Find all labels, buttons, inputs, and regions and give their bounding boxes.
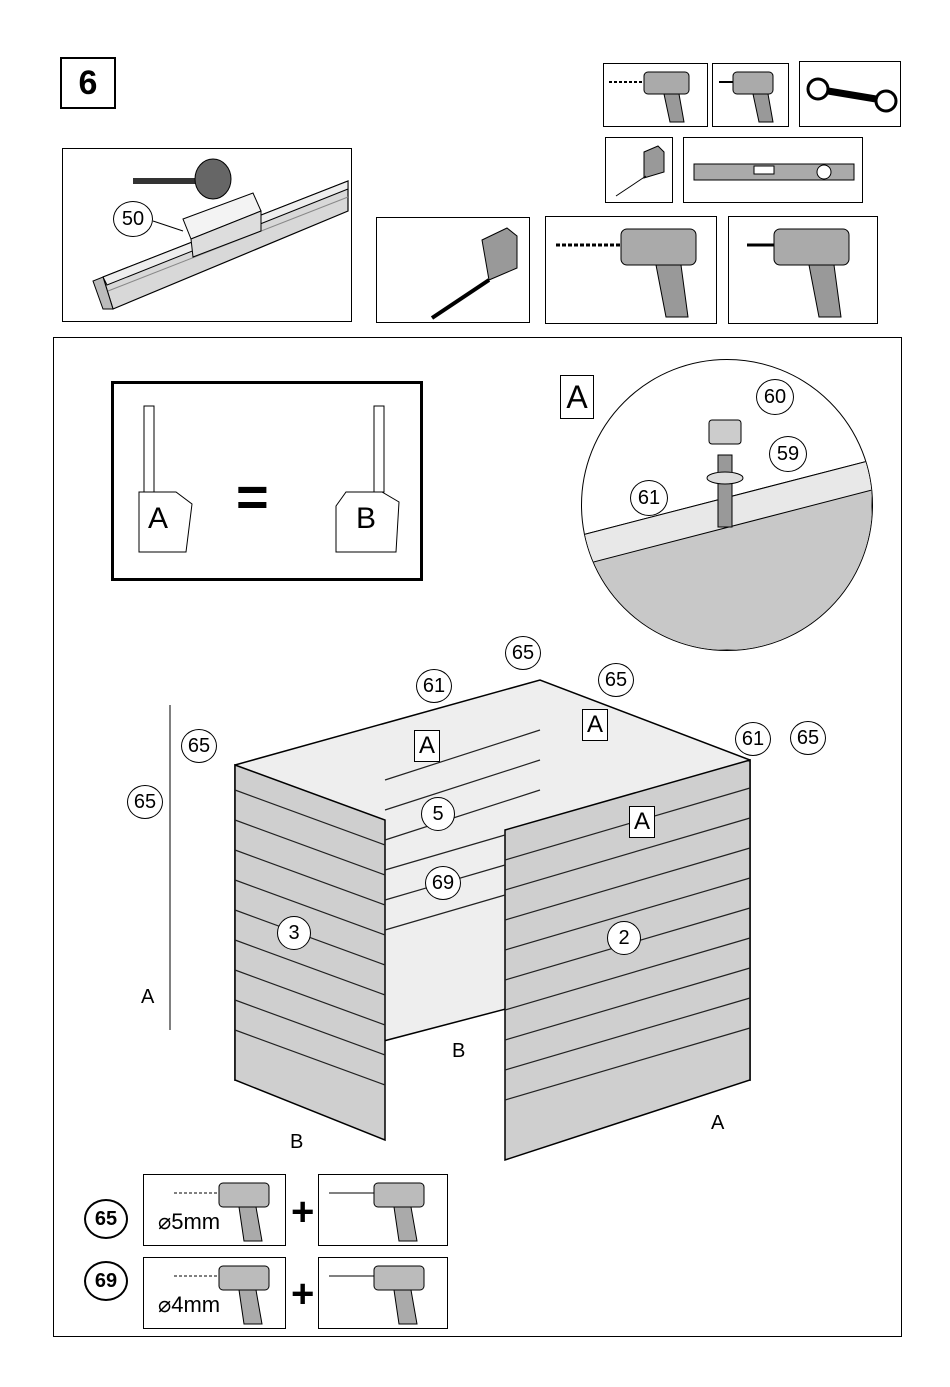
legend-plus-1: + <box>291 1190 314 1235</box>
screw-65-callout-top-right: 65 <box>598 663 634 697</box>
tape-b-front-left: B <box>290 1131 303 1154</box>
detail-a-tag-2: A <box>582 709 608 741</box>
legend-plus-2: + <box>291 1272 314 1317</box>
detail-a-tag-1: A <box>414 730 440 762</box>
spirit-level-icon <box>683 137 863 203</box>
legend-screw-69 <box>318 1257 448 1329</box>
screwdriver-icon <box>728 216 878 324</box>
wrench-icon <box>799 61 901 127</box>
rod-61-callout-right: 61 <box>735 722 771 756</box>
detail-rail-image: 50 <box>62 148 352 322</box>
tape-a-far-left: A <box>141 986 154 1009</box>
panel-3-label: 3 <box>277 916 311 950</box>
detail-a-circle <box>581 359 873 651</box>
nail-69-callout: 69 <box>425 866 461 900</box>
tape-tag-b: B <box>356 502 376 536</box>
legend-drill-69: ⌀4mm <box>143 1257 286 1329</box>
drill-bit-drill-icon <box>603 63 708 127</box>
drill-diameter-5mm: ⌀5mm <box>158 1209 220 1235</box>
part-50-callout: 50 <box>113 201 153 237</box>
detail-a-tag-3: A <box>629 806 655 838</box>
tape-measure-icon <box>376 217 530 323</box>
drill-diameter-4mm: ⌀4mm <box>158 1292 220 1318</box>
panel-2-label: 2 <box>607 921 641 955</box>
legend-part-69: 69 <box>84 1261 128 1301</box>
screw-65-callout-top: 65 <box>505 636 541 670</box>
panel-5-label: 5 <box>421 797 455 831</box>
shed-assembly-illustration <box>120 660 820 1180</box>
legend-screw-65 <box>318 1174 448 1246</box>
screwdriver-drill-icon <box>712 63 789 127</box>
rod-61-callout: 61 <box>630 480 668 516</box>
legend-part-65: 65 <box>84 1199 128 1239</box>
legend-drill-65: ⌀5mm <box>143 1174 286 1246</box>
step-number: 6 <box>60 57 116 109</box>
tape-tag-a: A <box>148 502 168 536</box>
nut-60-callout: 60 <box>756 379 794 415</box>
screw-65-callout-left-top: 65 <box>181 729 217 763</box>
screw-65-callout-left: 65 <box>127 785 163 819</box>
rod-61-callout-left: 61 <box>416 669 452 703</box>
detail-a-title: A <box>560 375 594 419</box>
screw-65-callout-right: 65 <box>790 721 826 755</box>
tape-a-front-right: A <box>711 1112 724 1135</box>
equals-sign: = <box>236 464 269 529</box>
tape-equality-box: A = B <box>111 381 423 581</box>
tape-b-back: B <box>452 1040 465 1063</box>
drill-with-bit-icon <box>545 216 717 324</box>
washer-59-callout: 59 <box>769 436 807 472</box>
tape-measure-small-icon <box>605 137 673 203</box>
